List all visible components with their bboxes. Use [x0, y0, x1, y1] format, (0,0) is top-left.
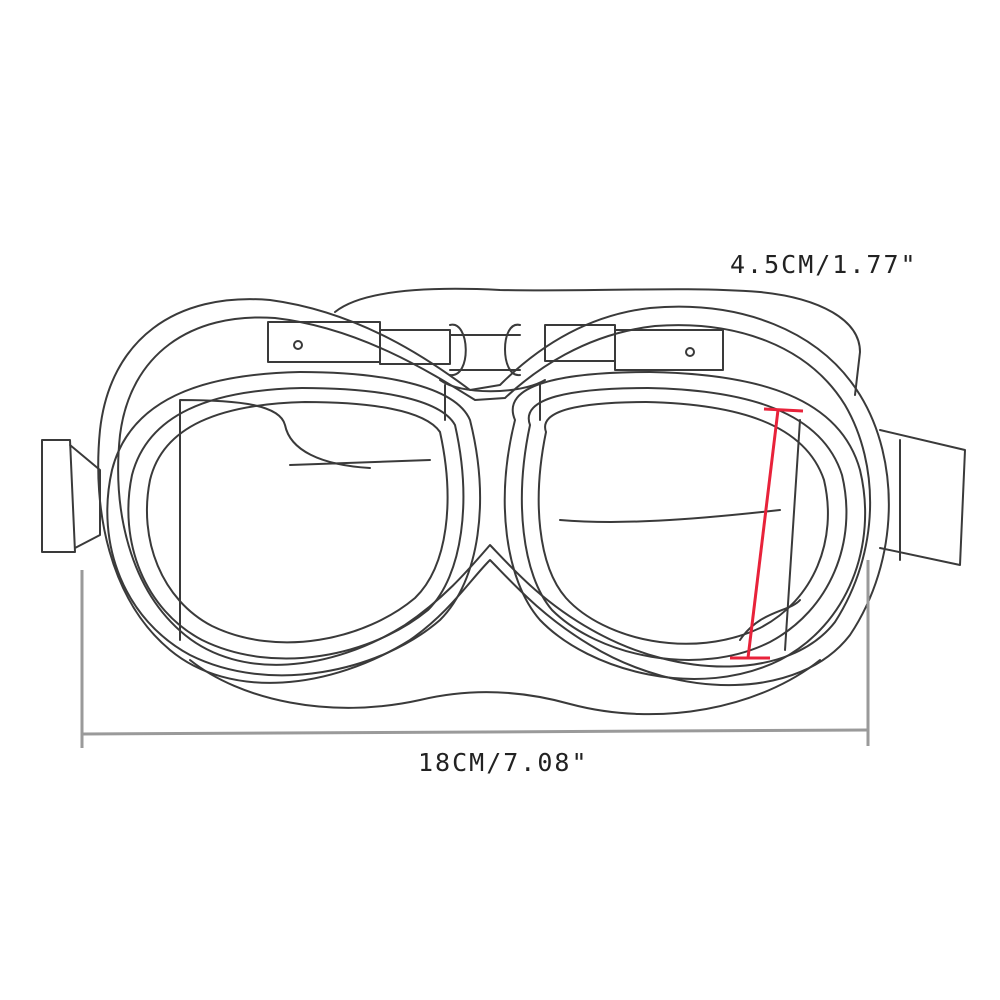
right-lens: [537, 401, 829, 645]
left-buckle: [41, 439, 101, 553]
left-lens: [146, 401, 449, 644]
right-strap: [879, 429, 966, 566]
right-rim-outer: [503, 371, 867, 680]
left-rim-outer: [106, 371, 481, 677]
right-lens-reflection: [559, 419, 801, 651]
foam-top: [334, 287, 861, 396]
width-dimension-label: 18CM/7.08": [418, 748, 589, 777]
left-lens-reflection: [179, 399, 431, 641]
height-dimension-icon: [730, 407, 804, 660]
right-hinge-plate: [614, 329, 724, 371]
left-rim-middle: [127, 387, 465, 660]
goggles-drawing-icon: [41, 287, 966, 716]
outer-frame-inner-line: [117, 316, 872, 668]
width-dimension-line: [81, 728, 869, 736]
left-hinge-inner: [379, 329, 451, 365]
center-hinge: [449, 323, 521, 377]
right-rim-middle: [520, 387, 848, 661]
foam-bottom: [189, 659, 821, 716]
height-dimension-label: 4.5CM/1.77": [730, 250, 918, 279]
width-dimension-icon: [80, 560, 870, 748]
nose-bridge: [439, 379, 546, 421]
height-dimension-line: [746, 409, 780, 659]
right-hinge-inner: [544, 324, 616, 362]
outer-frame: [97, 298, 890, 686]
left-screw-icon: [293, 340, 303, 350]
right-screw-icon: [685, 347, 695, 357]
height-dimension-top-cap: [763, 407, 804, 413]
